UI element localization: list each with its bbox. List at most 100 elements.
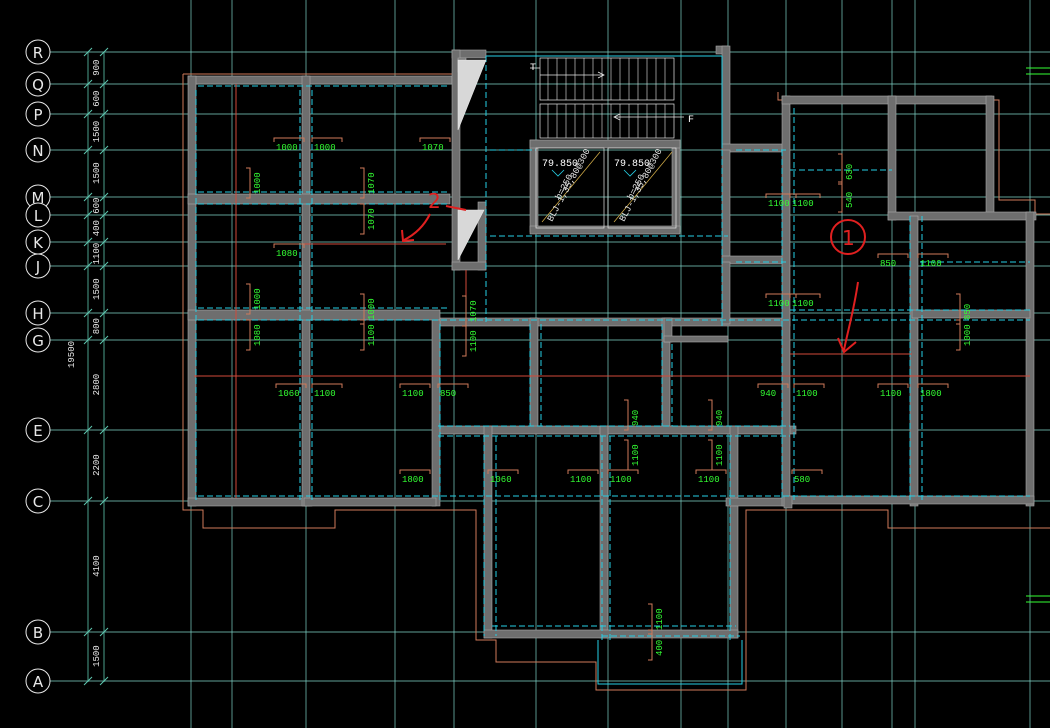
axis-label-B: B (33, 624, 43, 642)
beam-mark-bracket (399, 469, 431, 474)
beam-mark-bracket (917, 383, 949, 388)
beam-mark-label: 1100 (367, 324, 377, 346)
wall-segment (781, 95, 993, 105)
beam-mark-bracket (956, 293, 961, 325)
beam-mark-bracket (624, 399, 629, 431)
stair-down-mark: F (688, 115, 694, 126)
beam-mark-bracket (360, 319, 365, 351)
beam-mark-label: 1100 (768, 199, 790, 209)
beam-mark-label: 580 (794, 475, 810, 485)
wall-segment (451, 261, 487, 271)
beam-mark-bracket (791, 469, 823, 474)
beam-mark-label: 1000 (367, 298, 377, 320)
beam-mark-bracket (273, 137, 305, 142)
dim-tick (83, 145, 93, 155)
beam-mark-bracket (360, 203, 365, 235)
beam-mark-label: 1080 (253, 324, 263, 346)
beam-mark-label: 400 (655, 640, 665, 656)
wall-segment (187, 309, 441, 321)
wall-segment (887, 95, 897, 221)
beam-mark-bracket (695, 469, 727, 474)
elevation-2: 79.850 (614, 159, 650, 170)
dim-value: 600 (92, 91, 102, 107)
beam-mark-bracket (648, 629, 653, 661)
axis-bubble-H (25, 300, 51, 326)
beam-mark-label: 850 (963, 304, 973, 320)
beam-mark-label: 1100 (792, 299, 814, 309)
dim-tick (99, 627, 109, 637)
beam-mark-bracket (275, 383, 307, 388)
axis-bubble-N (25, 137, 51, 163)
axis-label-Q: Q (32, 76, 44, 94)
axis-bubble-J (25, 253, 51, 279)
axis-label-A: A (33, 673, 44, 691)
dim-value: 1500 (92, 645, 102, 667)
dim-tick (99, 261, 109, 271)
dim-tick (99, 47, 109, 57)
wall-segment (529, 225, 681, 235)
axis-label-P: P (33, 106, 42, 124)
beam-mark-bracket (419, 137, 451, 142)
wall-segment (529, 317, 539, 431)
beam-mark-label: 1100 (469, 330, 479, 352)
wall-segment (483, 425, 493, 639)
dim-tick (83, 676, 93, 686)
dim-tick (83, 425, 93, 435)
landing-slabs (535, 147, 677, 229)
annotation-1: 1 (830, 219, 866, 354)
beam-mark-bracket (789, 293, 821, 298)
dim-tick (83, 261, 93, 271)
beam-mark-label: 1000 (314, 143, 336, 153)
dim-tick (83, 308, 93, 318)
beam-mark-bracket (246, 319, 251, 351)
beam-mark-label: 1100 (631, 444, 641, 466)
dim-tick (99, 145, 109, 155)
wall-segment (439, 425, 797, 435)
dim-tick (99, 335, 109, 345)
wall-segment (187, 75, 453, 85)
axis-bubble-P (25, 101, 51, 127)
beam-mark-label: 1000 (276, 143, 298, 153)
beam-mark-label: 1100 (920, 259, 942, 269)
axis-bubble-B (25, 619, 51, 645)
total-dimension: 19500 (67, 341, 77, 368)
beam-mark-label: 850 (440, 389, 456, 399)
dim-value: 800 (92, 318, 102, 334)
beam-mark-label: 1070 (469, 300, 479, 322)
beam-mark-label: 1070 (422, 143, 444, 153)
beam-mark-bracket (462, 325, 467, 357)
dim-tick (83, 496, 93, 506)
beam-mark-bracket (838, 181, 843, 213)
dim-tick (83, 79, 93, 89)
beam-mark-bracket (360, 293, 365, 325)
beam-mark-bracket (877, 383, 909, 388)
dim-tick (83, 192, 93, 202)
beam-mark-label: 1060 (278, 389, 300, 399)
wall-segment (721, 45, 731, 153)
dim-value: 2800 (92, 374, 102, 396)
beam-mark-label: 1000 (253, 172, 263, 194)
axis-label-N: N (32, 142, 43, 160)
beam-mark-bracket (487, 469, 519, 474)
dim-tick (99, 79, 109, 89)
beam-mark-label: 1100 (698, 475, 720, 485)
wall-segment (725, 497, 787, 507)
annotation-number-2: 2 (428, 189, 441, 213)
axis-label-K: K (33, 234, 44, 252)
wall-segment (187, 497, 313, 507)
shaft-wedges (457, 59, 487, 261)
dim-value: 1500 (92, 121, 102, 143)
beam-mark-bracket (311, 383, 343, 388)
axis-label-L: L (34, 207, 43, 225)
right-edge-marks (1026, 67, 1050, 603)
beam-mark-bracket (246, 167, 251, 199)
beam-mark-bracket (399, 383, 431, 388)
red-beam-lines (194, 84, 1030, 498)
wall-segment (663, 335, 729, 343)
stair-arrows (530, 67, 684, 121)
beam-mark-bracket (877, 253, 909, 258)
dim-tick (83, 237, 93, 247)
beam-mark-bracket (956, 319, 961, 351)
